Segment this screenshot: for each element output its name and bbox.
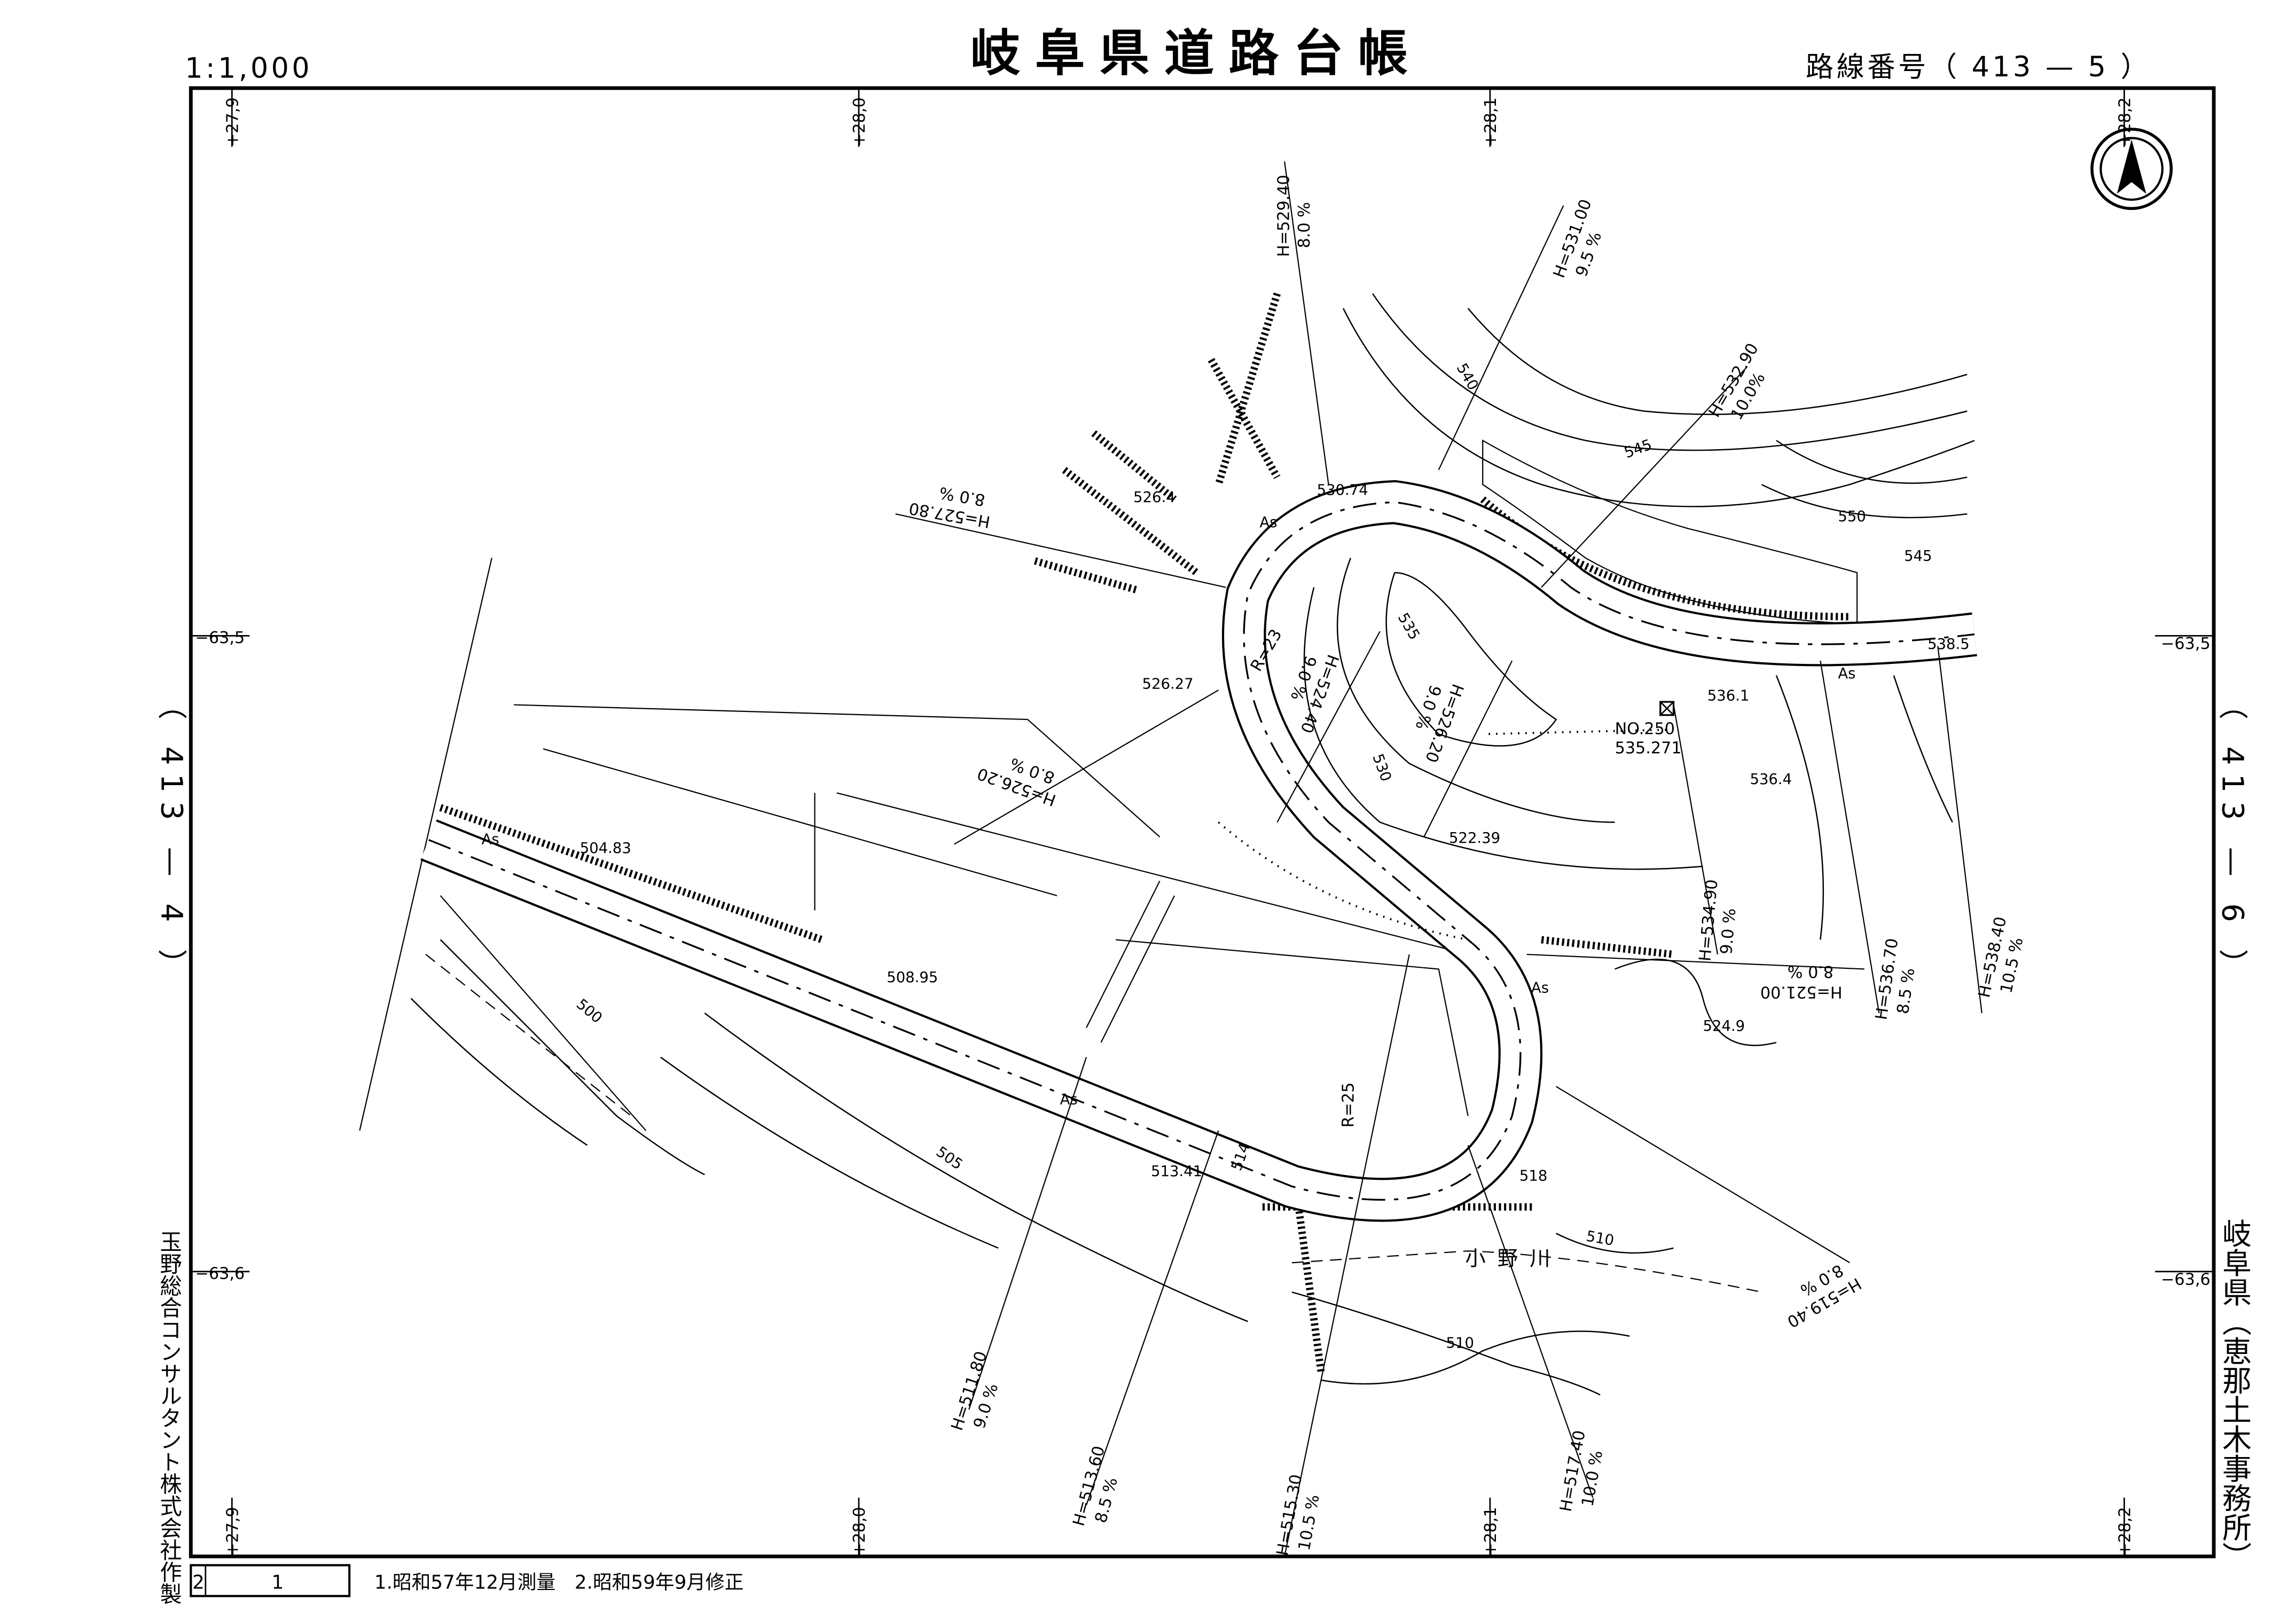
gradient-label-group: H=532.90 10.0% — [1705, 340, 1769, 424]
scale-label: 1:1,000 — [185, 53, 312, 85]
gradient-label-group: H=524.40 9.0 % — [1287, 652, 1342, 735]
gradient-percent: 8.0 % — [1295, 202, 1314, 248]
grid-label-y: −63,6 — [195, 1264, 245, 1283]
surface-label: As — [482, 831, 499, 848]
spot-height: 504.83 — [580, 840, 631, 857]
gradient-label-group: H=526.20 8.0 % — [975, 754, 1058, 809]
grid-label-x: +28,1 — [1482, 97, 1500, 147]
spot-height: 508.95 — [887, 969, 938, 986]
contour-label: 545 — [1622, 436, 1654, 461]
contour-label: 545 — [1904, 547, 1932, 565]
grid-label-y: −63,5 — [195, 629, 245, 647]
north-arrow-icon — [2090, 128, 2173, 210]
contour-labels: 540 545 550 545 535 530 500 505 510 510 … — [573, 361, 1932, 1352]
surface-label: As — [1060, 1091, 1078, 1108]
road-alignment — [420, 480, 1977, 1222]
spot-height: 526.27 — [1142, 675, 1194, 692]
sheet-box-left: 2 — [192, 1572, 205, 1594]
grid-label-y: −63,5 — [2161, 635, 2211, 653]
spot-height: 526.4 — [1133, 489, 1176, 506]
gradient-height: H=529.40 — [1274, 175, 1293, 257]
contour-label: 535 — [1394, 610, 1423, 643]
spot-heights: 526.4 530.74 526.27 536.1 538.5 536.4 50… — [580, 481, 1970, 1184]
map-frame — [189, 86, 2216, 1559]
gradient-label-group: H=515.30 10.5 % — [1273, 1473, 1323, 1557]
spot-height: 530.74 — [1317, 481, 1368, 498]
revision-notes: 1.昭和57年12月測量 2.昭和59年9月修正 — [374, 1572, 744, 1594]
contour-lines — [359, 293, 1975, 1396]
benchmark-name: NO.250 — [1615, 720, 1675, 739]
gradient-label-group: H=521.00 8.0 % — [1760, 962, 1843, 1001]
gradient-height: H=521.00 — [1760, 982, 1843, 1001]
gradient-percent: 8.0 % — [1788, 962, 1833, 981]
gradient-label-group: H=531.00 9.5 % — [1550, 197, 1605, 280]
gradient-label-group: H=534.90 9.0 % — [1696, 879, 1739, 962]
spot-height: 524.9 — [1703, 1017, 1745, 1035]
grid-label-y: −63,6 — [2161, 1270, 2211, 1289]
spot-height: 536.4 — [1750, 771, 1792, 788]
contour-label: 550 — [1838, 508, 1866, 525]
spot-height: 518 — [1519, 1167, 1547, 1184]
gradient-label-group: H=513.60 8.5 % — [1069, 1444, 1122, 1529]
surface-label: As — [1838, 665, 1855, 682]
sheet-title: 岐阜県道路台帳 — [970, 25, 1423, 83]
sheet-box-right: 1 — [272, 1572, 284, 1594]
owner-credit: 岐阜県（恵那土木事務所） — [2217, 1219, 2252, 1571]
grid-label-x: +28,0 — [850, 97, 869, 147]
spot-height: 538.5 — [1927, 636, 1970, 653]
route-number: 路線番号（ 413 — 5 ） — [1806, 51, 2151, 83]
grid-label-x: +27,9 — [223, 97, 242, 147]
surface-label: As — [1259, 514, 1277, 531]
grid-label-x: +28,2 — [2115, 1507, 2134, 1556]
contour-label: 530 — [1369, 751, 1394, 784]
gradient-label-group: H=538.40 10.5 % — [1975, 915, 2027, 999]
gradient-percent: 8.5 % — [1894, 967, 1919, 1015]
gradient-label-group: H=511.80 9.0 % — [948, 1349, 1002, 1433]
curve-radius: R=25 — [1339, 1083, 1358, 1128]
river-ono — [1291, 1250, 1762, 1293]
surface-label: As — [1531, 979, 1549, 996]
grid-ticks — [191, 88, 2214, 1557]
contour-label: 510 — [1446, 1335, 1474, 1352]
gradient-label-group: H=536.70 8.5 % — [1872, 937, 1919, 1021]
adjacent-sheet-right: （ 413 — 6 ） — [2216, 690, 2250, 987]
benchmark-no250: NO.250 535.271 — [1615, 701, 1682, 757]
river-name: 小野川 — [1465, 1247, 1562, 1271]
gradient-leaders — [895, 161, 1982, 1557]
contour-label: 500 — [573, 996, 606, 1027]
grid-label-x: +28,1 — [1482, 1507, 1500, 1556]
gradient-label-group: H=527.80 8.0 % — [907, 483, 992, 531]
spot-height: 513.41 — [1151, 1163, 1202, 1180]
sheet-number-box — [190, 1564, 351, 1597]
gradient-label-group: H=529.40 8.0 % — [1274, 175, 1313, 257]
gradient-label-group: H=519.40 8.0 % — [1784, 1260, 1864, 1331]
benchmark-value: 535.271 — [1615, 739, 1682, 757]
spot-height: 522.39 — [1449, 829, 1500, 847]
gradient-label-group: H=517.40 10.0 % — [1557, 1429, 1607, 1513]
grid-label-x: +28,0 — [850, 1507, 869, 1556]
gradient-label-group: H=526.20 9.0 % — [1411, 682, 1467, 765]
grid-label-x: +27,9 — [223, 1507, 242, 1556]
gradient-percent: 9.0 % — [1717, 907, 1739, 955]
maker-credit: 玉野総合コンサルタント株式会社作製 — [156, 1231, 182, 1605]
spot-height: 536.1 — [1707, 687, 1750, 704]
adjacent-sheet-left: （ 413 — 4 ） — [154, 690, 189, 987]
